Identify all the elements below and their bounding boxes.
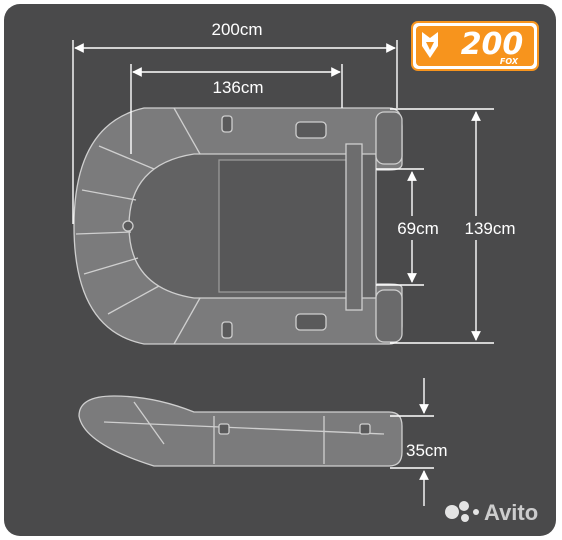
floor-board [218,159,360,293]
avito-watermark: Avito [445,500,538,525]
boat-top-view [73,107,403,345]
fox-head-icon [422,32,438,58]
avito-text: Avito [484,500,538,525]
width-label: 139cm [464,219,515,238]
tube-diameter-label: 35cm [406,441,448,460]
bench-seat [345,143,363,311]
stern-cone-top [375,111,403,165]
boat-side-view [78,395,403,467]
inner-width-label: 69cm [397,219,439,238]
model-number: 200 [461,27,524,62]
oarlock-top [295,121,327,139]
boat-diagram: 200cm 136cm 139cm 69cm 35cm 200 FOX Avit… [72,18,539,525]
length-label: 200cm [211,20,262,39]
brand-name: FOX [500,57,519,66]
floor-length-label: 136cm [212,78,263,97]
model-badge: 200 FOX [411,21,539,71]
diagram-panel: 200cm 136cm 139cm 69cm 35cm 200 FOX Avit… [4,4,556,536]
side-tube-outline [78,395,403,467]
stern-cone-bottom [375,289,403,343]
oarlock-bottom [295,313,327,331]
